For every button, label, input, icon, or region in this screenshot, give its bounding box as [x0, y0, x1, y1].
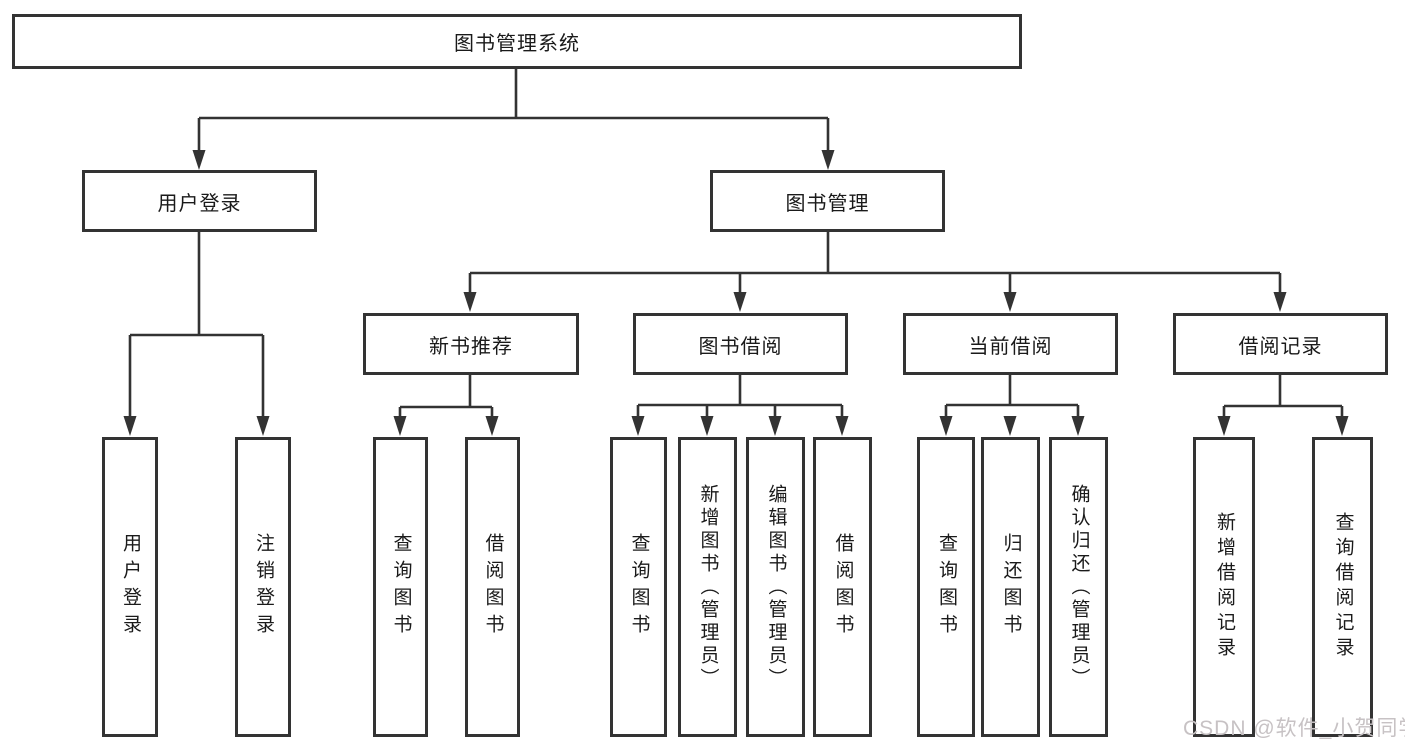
connector-book-borrow-branch: [631, 375, 849, 436]
arrowhead: [256, 416, 270, 436]
leaf-query-books-borrow: 查询图书: [610, 437, 667, 737]
connector-new-book-branch: [393, 375, 499, 436]
leaf-edit-books-admin: 编辑图书（管理员）: [746, 437, 805, 737]
arrowhead: [192, 150, 206, 170]
leaf-return-books: 归还图书: [981, 437, 1040, 737]
leaf-logout: 注销登录: [235, 437, 291, 737]
arrowhead: [1003, 416, 1017, 436]
node-book-borrowing: 图书借阅: [633, 313, 848, 375]
connector-book-management-branch: [463, 232, 1287, 312]
leaf-query-books-recommend: 查询图书: [373, 437, 428, 737]
node-borrow-records: 借阅记录: [1173, 313, 1388, 375]
node-book-management: 图书管理: [710, 170, 945, 232]
csdn-watermark: CSDN @软件_小贺同学: [1183, 717, 1405, 740]
leaf-query-borrow-record: 查询借阅记录: [1312, 437, 1373, 737]
arrowhead: [1335, 416, 1349, 436]
arrowhead: [393, 416, 407, 436]
connector-user-login-branch: [123, 232, 270, 436]
node-root: 图书管理系统: [12, 14, 1022, 69]
arrowhead: [485, 416, 499, 436]
connector-current-borrow-branch: [939, 375, 1085, 436]
node-current-borrowing: 当前借阅: [903, 313, 1118, 375]
leaf-user-login: 用户登录: [102, 437, 158, 737]
arrowhead: [1273, 292, 1287, 312]
leaf-borrow-books: 借阅图书: [813, 437, 872, 737]
arrowhead: [939, 416, 953, 436]
leaf-add-borrow-record: 新增借阅记录: [1193, 437, 1255, 737]
arrowhead: [768, 416, 782, 436]
arrowhead: [123, 416, 137, 436]
arrowhead: [835, 416, 849, 436]
leaf-query-books-current: 查询图书: [917, 437, 975, 737]
leaf-borrow-books-recommend: 借阅图书: [465, 437, 520, 737]
arrowhead: [700, 416, 714, 436]
arrowhead: [1071, 416, 1085, 436]
arrowhead: [463, 292, 477, 312]
arrowhead: [1217, 416, 1231, 436]
arrowhead: [1003, 292, 1017, 312]
connector-root-to-level2: [192, 69, 835, 170]
connector-borrow-record-branch: [1217, 375, 1349, 436]
node-new-book-recommend: 新书推荐: [363, 313, 579, 375]
leaf-confirm-return-admin: 确认归还（管理员）: [1049, 437, 1108, 737]
arrowhead: [733, 292, 747, 312]
arrowhead: [821, 150, 835, 170]
arrowhead: [631, 416, 645, 436]
leaf-add-books-admin: 新增图书（管理员）: [678, 437, 737, 737]
node-user-login: 用户登录: [82, 170, 317, 232]
